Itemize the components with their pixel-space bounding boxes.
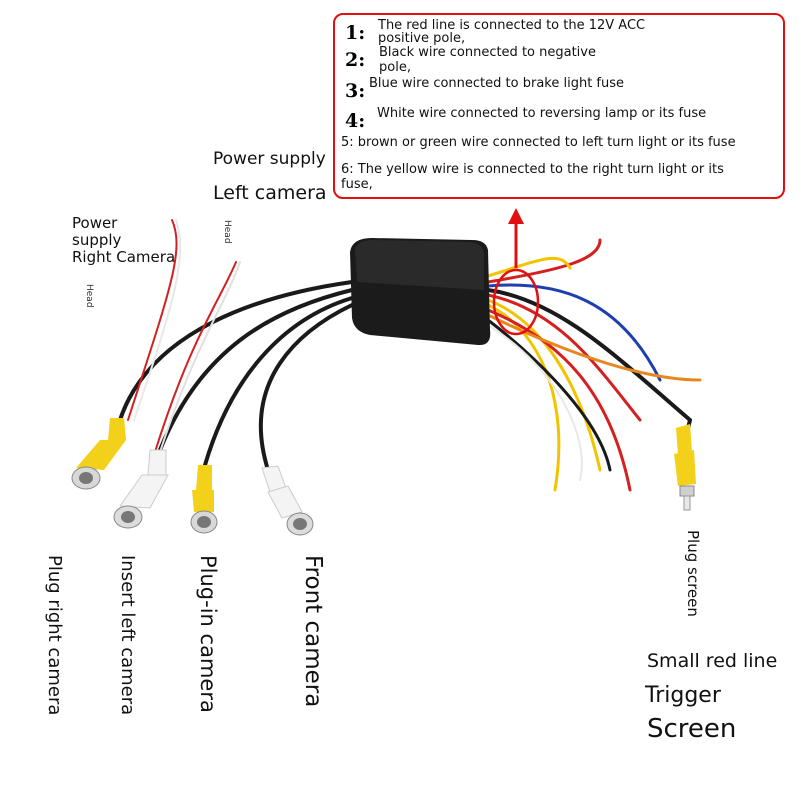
trigger-label: Trigger	[645, 683, 721, 708]
legend-item-6-line2: fuse,	[341, 177, 373, 192]
screen-label: Screen	[647, 714, 737, 744]
legend-item-3: Blue wire connected to brake light fuse	[369, 76, 625, 91]
connector-plug-right-camera	[71, 418, 126, 490]
power-supply-right-camera-label: Power supply Right Camera	[72, 214, 176, 266]
head-tag-right: Head	[84, 284, 94, 308]
legend-item-4: White wire connected to reversing lamp o…	[377, 106, 707, 121]
legend-item-5: 5: brown or green wire connected to left…	[341, 135, 736, 150]
legend-item-2-line1: Black wire connected to negative	[379, 45, 596, 60]
pointer-arrow	[508, 208, 524, 268]
legend-number-2: 2:	[345, 49, 366, 71]
legend-number-3: 3:	[345, 80, 366, 102]
front-camera-label: Front camera	[300, 555, 326, 708]
insert-left-camera-label: Insert left camera	[117, 555, 138, 716]
wiring-legend: 1: The red line is connected to the 12V …	[333, 13, 785, 199]
plug-right-camera-label: Plug right camera	[44, 555, 65, 716]
left-camera-label: Left camera	[213, 182, 327, 204]
connector-plugin-camera	[190, 465, 218, 534]
connector-front-camera	[261, 465, 314, 536]
legend-item-2-line2: pole,	[379, 60, 411, 75]
wire-highlight-circle	[492, 268, 540, 336]
left-cables	[118, 219, 354, 472]
legend-item-6-line1: 6: The yellow wire is connected to the r…	[341, 162, 724, 177]
connector-insert-left-camera	[113, 449, 169, 529]
control-box	[350, 238, 491, 346]
legend-number-4: 4:	[345, 110, 366, 132]
right-wire-bundle	[486, 238, 702, 492]
power-supply-left-label: Power supply	[213, 149, 326, 169]
plug-screen-label: Plug screen	[684, 530, 702, 617]
legend-item-1-line2: positive pole,	[378, 31, 466, 46]
plugin-camera-label: Plug-in camera	[196, 555, 220, 713]
head-tag-left: Head	[222, 220, 232, 244]
legend-item-1-line1: The red line is connected to the 12V ACC	[378, 18, 646, 33]
small-red-line-label: Small red line	[647, 650, 778, 672]
connector-plug-screen	[674, 419, 696, 511]
legend-number-1: 1:	[345, 22, 366, 44]
